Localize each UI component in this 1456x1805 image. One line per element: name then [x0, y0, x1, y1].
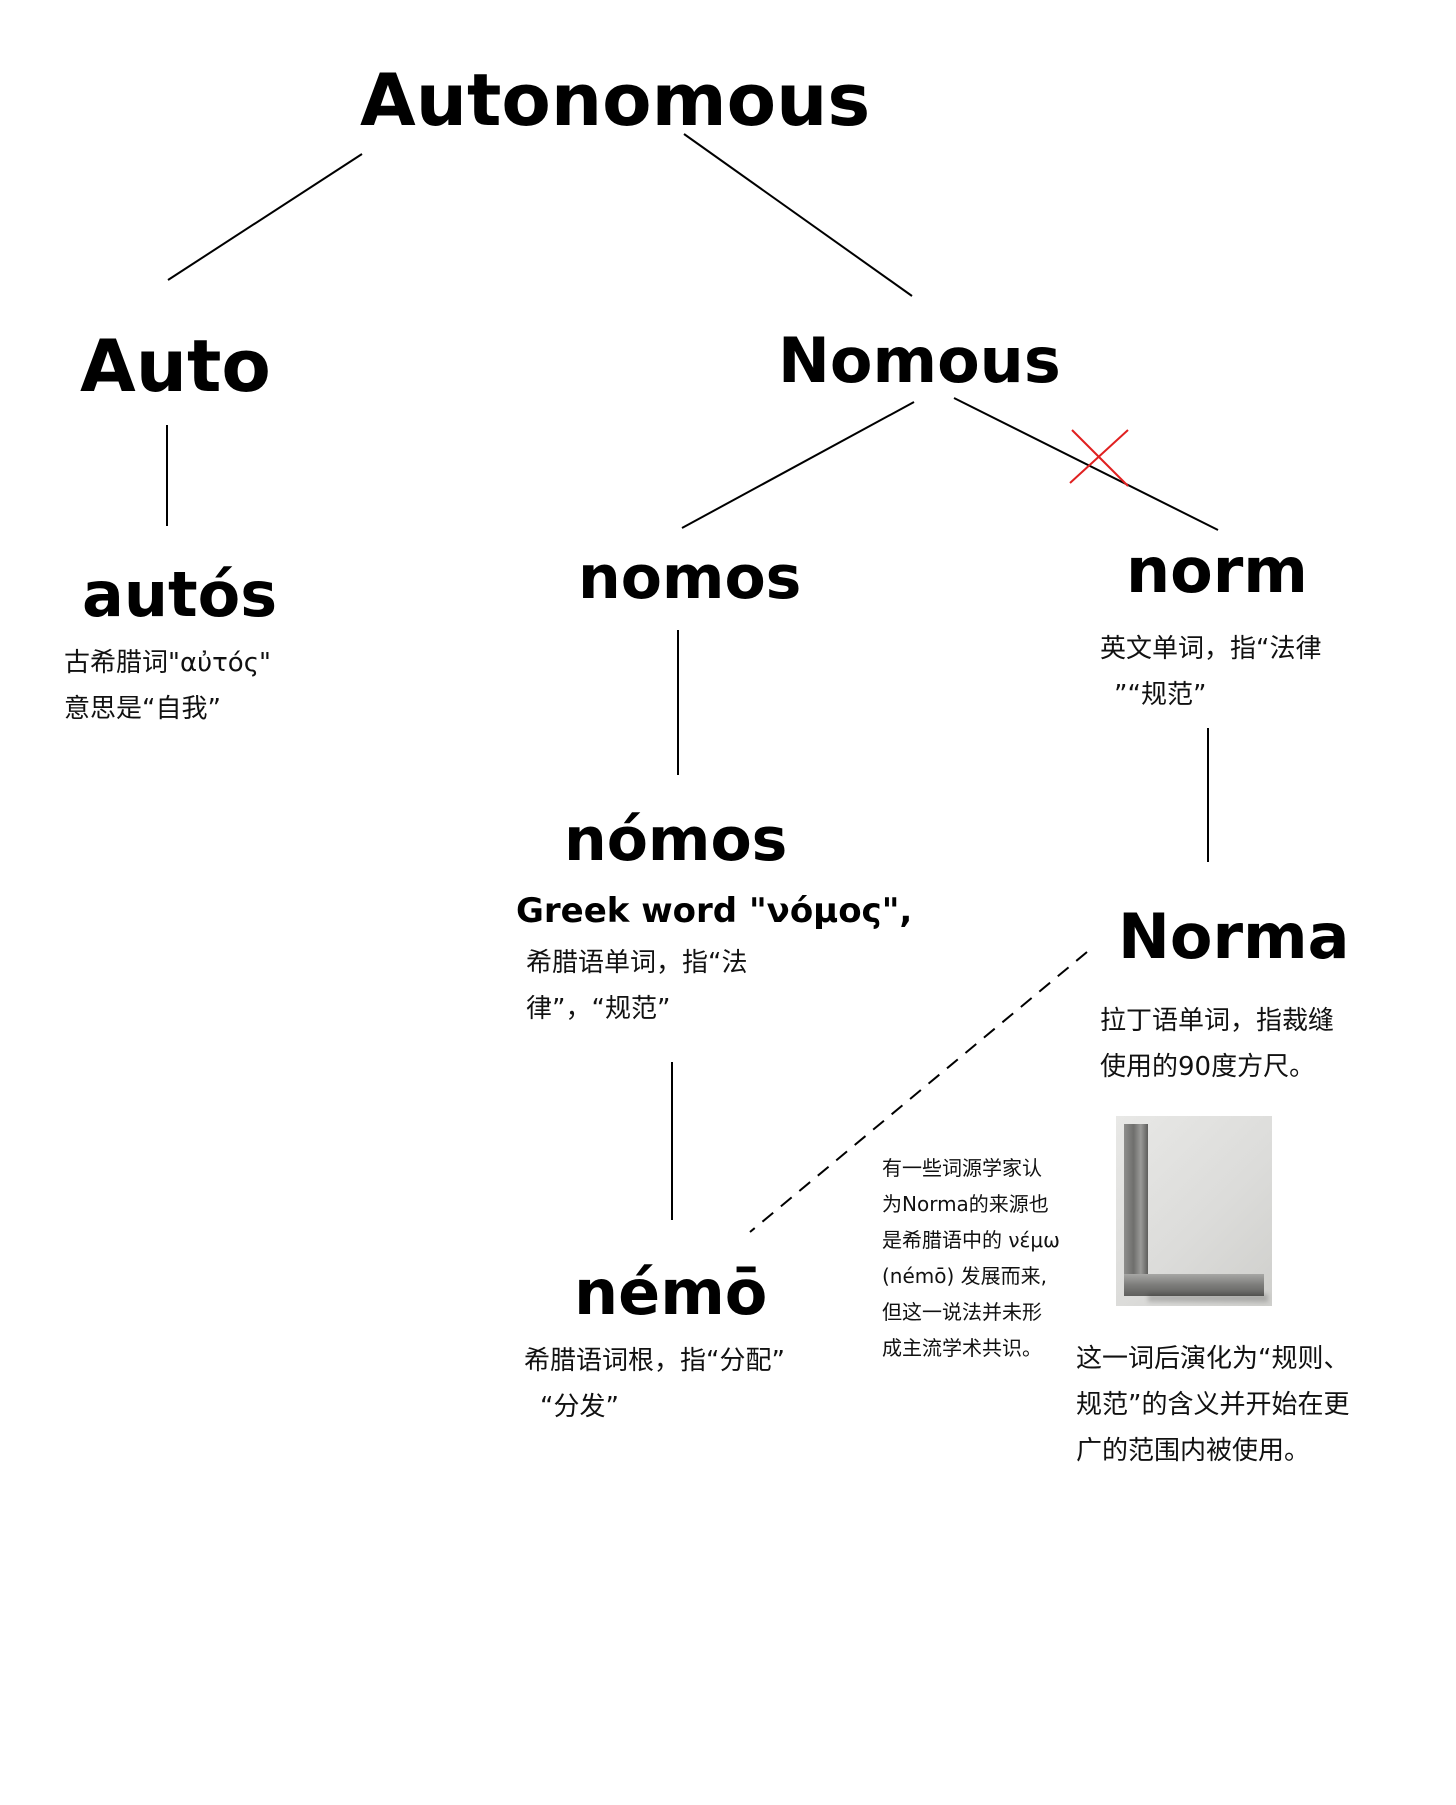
note-etymologists-line: 为Norma的来源也 [882, 1192, 1049, 1216]
word-norma: Norma [1118, 900, 1350, 973]
note-norma-line: 使用的90度方尺。 [1100, 1052, 1316, 1082]
note-nemo-line: “分发” [540, 1392, 619, 1422]
note-norm-line: 英文单词，指“法律 [1100, 634, 1322, 664]
note-norm: 英文单词，指“法律 ”“规范” [1100, 626, 1321, 718]
note-evolution-line: 广的范围内被使用。 [1076, 1436, 1311, 1466]
note-evolution-line: 这一词后演化为“规则、 [1076, 1344, 1350, 1374]
note-etymologists-line: (némō) 发展而来, [882, 1264, 1048, 1288]
edge-autonomous-auto [167, 153, 363, 281]
note-autos-line: 意思是“自我” [64, 694, 221, 724]
note-nomos: 希腊语单词，指“法 律”，“规范” [526, 940, 747, 1032]
note-nomos-greek: Greek word "νόμος", [516, 891, 913, 931]
word-norm: norm [1126, 534, 1308, 607]
rejection-cross-icon [1069, 429, 1129, 487]
note-nomos-line: 希腊语单词，指“法 [526, 948, 748, 978]
edge-norma-nemo-dashed [749, 951, 1088, 1233]
note-norma-line: 拉丁语单词，指裁缝 [1100, 1006, 1335, 1036]
note-etymologists-line: 成主流学术共识。 [882, 1336, 1042, 1360]
word-nomos: nomos [578, 543, 802, 613]
note-evolution-line: 规范”的含义并开始在更 [1076, 1390, 1350, 1420]
note-etymologists-line: 但这一说法并未形 [882, 1300, 1042, 1324]
note-autos: 古希腊词"αὐτός" 意思是“自我” [64, 640, 271, 732]
note-nemo: 希腊语词根，指“分配” “分发” [524, 1338, 785, 1430]
edge-nomous-norm-rejected [953, 397, 1219, 531]
note-autos-line: 古希腊词"αὐτός" [64, 648, 271, 678]
edge-nomous-nomos [681, 401, 915, 529]
note-evolution: 这一词后演化为“规则、 规范”的含义并开始在更 广的范围内被使用。 [1076, 1336, 1349, 1474]
word-nomos-accent: nómos [564, 805, 788, 875]
note-norm-line: ”“规范” [1114, 680, 1207, 710]
word-nemo: némō [574, 1256, 768, 1329]
word-nomous: Nomous [778, 324, 1061, 397]
word-autonomous: Autonomous [360, 58, 871, 142]
edge-autonomous-nomous [683, 133, 913, 297]
note-norma: 拉丁语单词，指裁缝 使用的90度方尺。 [1100, 998, 1334, 1090]
note-nemo-line: 希腊语词根，指“分配” [524, 1346, 785, 1376]
word-autos: autós [82, 558, 278, 631]
note-etymologists-line: 是希腊语中的 νέμω [882, 1228, 1060, 1252]
note-nomos-line: 律”，“规范” [526, 994, 671, 1024]
note-etymologists-line: 有一些词源学家认 [882, 1156, 1042, 1180]
note-etymologists: 有一些词源学家认 为Norma的来源也 是希腊语中的 νέμω (némō) 发… [882, 1150, 1060, 1366]
word-auto: Auto [80, 324, 271, 408]
carpenter-square-photo [1116, 1116, 1272, 1306]
